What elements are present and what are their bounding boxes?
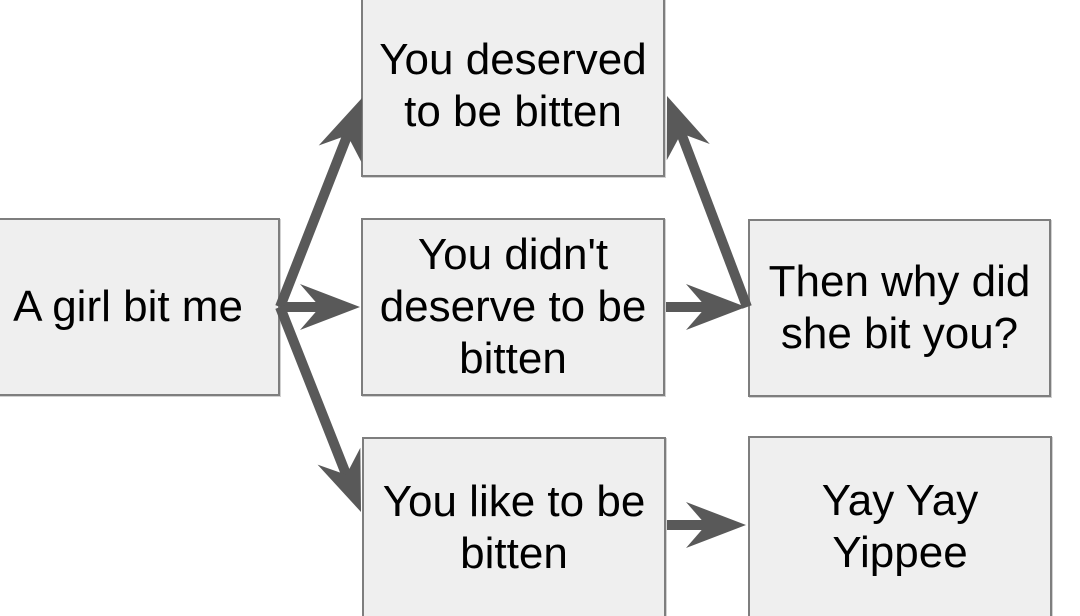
node-label: Then why did she bit you? bbox=[768, 257, 1031, 358]
node-you-didnt-deserve: You didn't deserve to be bitten bbox=[361, 218, 665, 396]
arrowhead bbox=[317, 447, 361, 512]
node-you-like: You like to be bitten bbox=[362, 437, 666, 616]
arrowhead bbox=[686, 284, 746, 330]
arrowhead bbox=[318, 98, 362, 163]
node-label: You deserved to be bitten bbox=[379, 35, 647, 136]
edge-then-why-to-you-deserved bbox=[666, 96, 752, 309]
node-yay-yippee: Yay Yay Yippee bbox=[748, 436, 1052, 616]
edge-you-like-to-yay-yippee bbox=[667, 502, 746, 548]
edge-a-girl-bit-me-to-you-like bbox=[275, 305, 361, 512]
arrowhead bbox=[686, 502, 746, 548]
node-label: You didn't deserve to be bitten bbox=[379, 230, 647, 383]
arrowhead bbox=[666, 96, 710, 161]
node-label: A girl bit me bbox=[13, 282, 243, 331]
edge-you-didnt-deserve-to-then-why bbox=[666, 284, 746, 330]
node-then-why: Then why did she bit you? bbox=[748, 219, 1051, 397]
node-a-girl-bit-me: A girl bit me bbox=[0, 218, 280, 396]
edge-a-girl-bit-me-to-you-didnt-deserve bbox=[280, 284, 360, 330]
edge-a-girl-bit-me-to-you-deserved bbox=[275, 98, 362, 309]
node-you-deserved: You deserved to be bitten bbox=[361, 0, 665, 177]
node-label: Yay Yay Yippee bbox=[821, 476, 979, 577]
arrowhead bbox=[300, 284, 360, 330]
node-label: You like to be bitten bbox=[382, 477, 646, 578]
